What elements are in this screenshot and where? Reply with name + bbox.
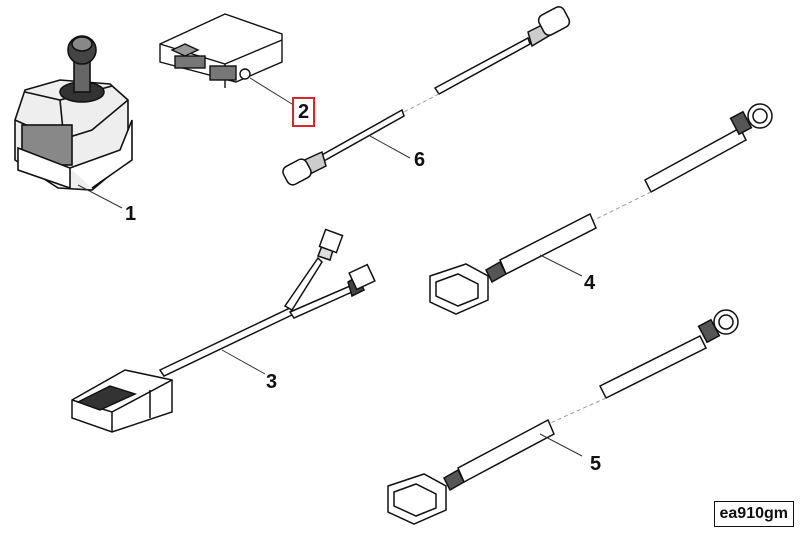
- wire-harness-icon: [71, 228, 376, 433]
- leader-line-5: [539, 433, 583, 457]
- part-number-2: 2: [292, 97, 316, 127]
- part-number-5: 5: [590, 453, 602, 475]
- cable-icon: [429, 103, 773, 315]
- leader-line-3: [221, 349, 266, 375]
- part-number-6: 6: [414, 149, 426, 171]
- leader-line-2: [249, 77, 293, 105]
- part-number-4: 4: [584, 272, 596, 294]
- part-number-3: 3: [266, 371, 278, 393]
- leader-line-6: [369, 135, 411, 159]
- leader-line-1: [77, 184, 123, 209]
- cable-icon: [387, 309, 739, 525]
- diagram-code-label: ea910gm: [713, 501, 794, 527]
- coax-cable-icon: [282, 6, 571, 186]
- part-number-1: 1: [125, 203, 137, 225]
- leader-line-4: [539, 254, 583, 277]
- control-module-icon: [159, 13, 283, 88]
- joystick-icon: [14, 35, 133, 191]
